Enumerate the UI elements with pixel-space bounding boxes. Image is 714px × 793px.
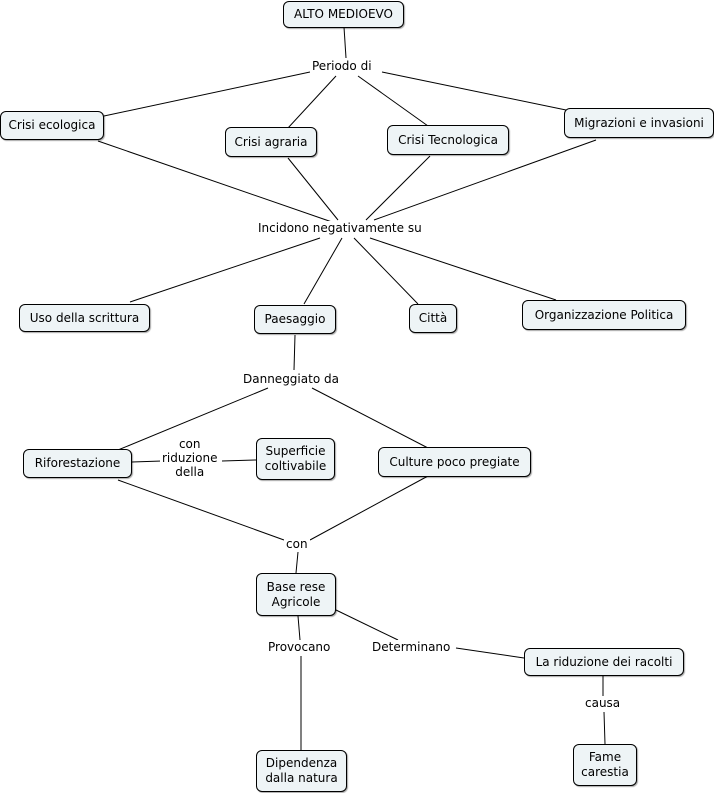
concept-culture-poco-pregiate[interactable]: Culture poco pregiate bbox=[378, 447, 531, 477]
link-phrase-determinano[interactable]: Determinano bbox=[370, 640, 453, 654]
concept-riforestazione[interactable]: Riforestazione bbox=[23, 449, 132, 478]
link-migrazioni-incidono bbox=[373, 139, 597, 221]
link-alto-periodo bbox=[343, 26, 347, 59]
link-incidono-citta bbox=[353, 237, 419, 305]
link-phrase-incidono[interactable]: Incidono negativamente su bbox=[256, 221, 424, 235]
link-periodo-crisi-agraria bbox=[287, 75, 337, 129]
link-incidono-paesaggio bbox=[303, 237, 343, 305]
link-crisi-agraria-incidono bbox=[287, 157, 339, 221]
concept-organizzazione-politica[interactable]: Organizzazione Politica bbox=[522, 300, 686, 330]
link-riforestazione-con bbox=[117, 479, 285, 541]
link-phrase-con-riduzione-della[interactable]: con riduzione della bbox=[160, 437, 220, 479]
concept-crisi-tecnologica[interactable]: Crisi Tecnologica bbox=[387, 125, 509, 155]
link-incidono-organizzazione bbox=[369, 237, 557, 301]
link-crisi-ecologica-incidono bbox=[97, 140, 333, 223]
concept-uso-scrittura[interactable]: Uso della scrittura bbox=[19, 304, 150, 332]
link-base-rese-provocano bbox=[297, 615, 301, 641]
concept-migrazioni-invasioni[interactable]: Migrazioni e invasioni bbox=[564, 108, 714, 138]
link-phrase-causa[interactable]: causa bbox=[583, 696, 623, 710]
concept-base-rese-agricole[interactable]: Base rese Agricole bbox=[256, 573, 336, 616]
concept-crisi-ecologica[interactable]: Crisi ecologica bbox=[0, 111, 104, 140]
link-periodo-crisi-ecologica bbox=[103, 71, 311, 117]
concept-crisi-agraria[interactable]: Crisi agraria bbox=[225, 127, 317, 157]
concept-fame-carestia[interactable]: Fame carestia bbox=[573, 744, 637, 786]
link-danneggiato-culture bbox=[311, 387, 429, 449]
link-crisi-tecnologica-incidono bbox=[365, 155, 431, 221]
concept-superficie-coltivabile[interactable]: Superficie coltivabile bbox=[256, 438, 335, 480]
link-periodo-migrazioni bbox=[381, 71, 567, 111]
link-paesaggio-danneggiato bbox=[293, 334, 296, 371]
link-con-riduzione-superficie bbox=[221, 459, 257, 462]
link-determinano-riduzione bbox=[455, 647, 525, 659]
link-incidono-uso-scrittura bbox=[129, 237, 321, 303]
concept-alto-medioevo[interactable]: ALTO MEDIOEVO bbox=[283, 1, 404, 28]
link-culture-con bbox=[309, 475, 429, 541]
link-riforestazione-con-riduzione bbox=[131, 460, 163, 463]
link-periodo-crisi-tecnologica bbox=[357, 75, 429, 127]
link-phrase-periodo-di[interactable]: Periodo di bbox=[310, 59, 374, 73]
link-base-rese-determinano bbox=[335, 609, 399, 641]
link-phrase-provocano[interactable]: Provocano bbox=[266, 640, 333, 654]
link-phrase-danneggiato-da[interactable]: Danneggiato da bbox=[241, 372, 341, 386]
link-causa-fame bbox=[603, 711, 606, 745]
concept-dipendenza-natura[interactable]: Dipendenza dalla natura bbox=[256, 750, 347, 792]
concept-paesaggio[interactable]: Paesaggio bbox=[254, 305, 336, 334]
concept-citta[interactable]: Città bbox=[409, 304, 457, 333]
link-danneggiato-riforestazione bbox=[117, 387, 269, 451]
link-phrase-con[interactable]: con bbox=[284, 537, 310, 551]
link-con-base-rese bbox=[295, 551, 299, 574]
concept-riduzione-raccolti[interactable]: La riduzione dei racolti bbox=[524, 648, 684, 676]
